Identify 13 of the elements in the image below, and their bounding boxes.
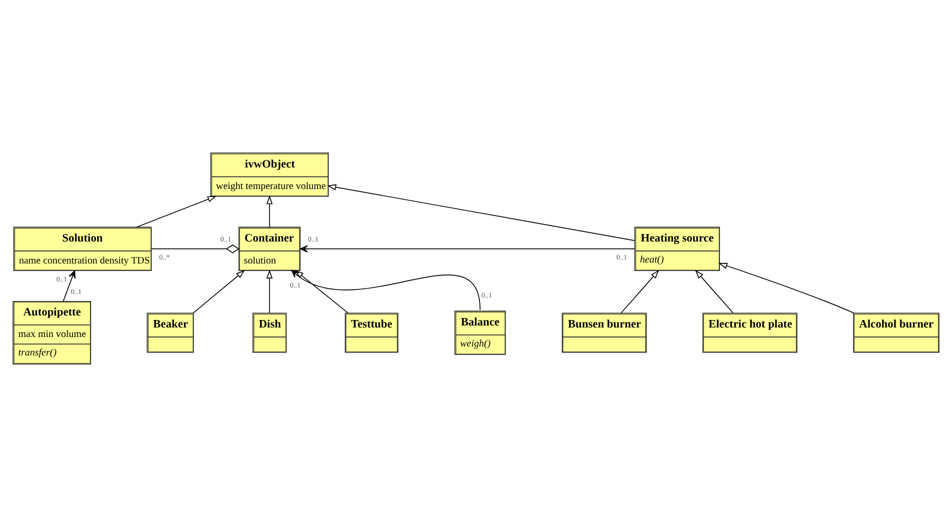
arrow: [294, 269, 348, 313]
arrow: [694, 269, 733, 313]
arrow: [62, 270, 76, 302]
arrow: [290, 269, 480, 310]
connector: [150, 244, 239, 253]
arrow: [326, 184, 634, 240]
arrow: [136, 196, 216, 228]
arrow: [620, 269, 659, 313]
arrow: [192, 270, 244, 313]
arrow: [266, 194, 272, 228]
arrow: [299, 244, 635, 252]
arrow: [266, 269, 272, 313]
arrow: [718, 262, 854, 314]
